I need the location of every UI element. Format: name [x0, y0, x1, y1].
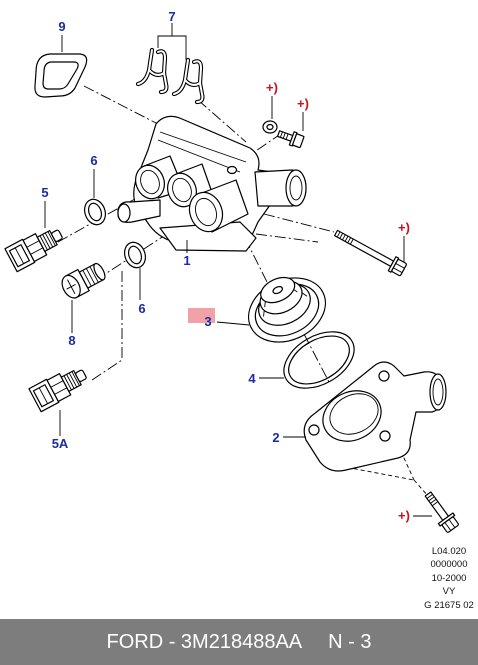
washer-part-6-upper: [84, 198, 106, 226]
gasket-part-9: [34, 53, 88, 98]
callout-7[interactable]: 7: [168, 9, 175, 24]
plug-part-8: [61, 262, 106, 299]
sensor-part-5a: [28, 369, 87, 413]
footer-bar: FORD - 3M218488AA N - 3: [0, 619, 478, 665]
callout-8[interactable]: 8: [68, 333, 75, 348]
footer-page: N - 3: [328, 630, 372, 653]
callout-plus-bottom-bolt[interactable]: +): [398, 508, 410, 523]
callout-plus-long-bolt[interactable]: +): [398, 220, 410, 235]
highlight-marker: [188, 308, 215, 323]
washer-top: [262, 120, 278, 134]
washer-part-6-lower: [124, 241, 146, 269]
callout-5[interactable]: 5: [41, 185, 48, 200]
callout-4[interactable]: 4: [248, 371, 256, 386]
callout-5a[interactable]: 5A: [52, 436, 69, 451]
callout-3[interactable]: 3: [204, 314, 211, 329]
callout-plus-washer[interactable]: +): [266, 80, 278, 95]
reference-line: 0000000: [431, 559, 468, 570]
o-ring-part-4: [283, 331, 355, 389]
leader-lines: [44, 23, 432, 517]
sensor-part-5: [4, 229, 63, 273]
reference-block: L04.020 0000000 10-2000 VY G 21675 02: [424, 546, 474, 611]
footer-part-number: FORD - 3M218488AA: [106, 630, 303, 653]
callout-9[interactable]: 9: [58, 19, 65, 34]
bottom-bolt: [424, 491, 459, 533]
reference-line: VY: [443, 586, 456, 597]
callout-2[interactable]: 2: [272, 430, 279, 445]
reference-line: L04.020: [432, 546, 466, 557]
housing-part-1: [117, 115, 307, 252]
clips-part-7: [135, 47, 205, 105]
reference-line: 10-2000: [432, 573, 467, 584]
thermostat-part-3: [247, 276, 327, 343]
long-bolt: [333, 229, 407, 277]
exploded-parts-diagram: 9 7 +) +) 6 5 +) 1 6 3 8 4 2 5A +) L04.0…: [4, 9, 474, 611]
bolt-top: [276, 130, 305, 149]
callout-6-upper[interactable]: 6: [90, 153, 97, 168]
callout-1[interactable]: 1: [183, 253, 190, 268]
callout-6-lower[interactable]: 6: [138, 301, 145, 316]
callout-plus-bolt-top[interactable]: +): [297, 96, 309, 111]
reference-line: G 21675 02: [424, 600, 474, 611]
thermostat-cover-part-2: [303, 361, 447, 472]
